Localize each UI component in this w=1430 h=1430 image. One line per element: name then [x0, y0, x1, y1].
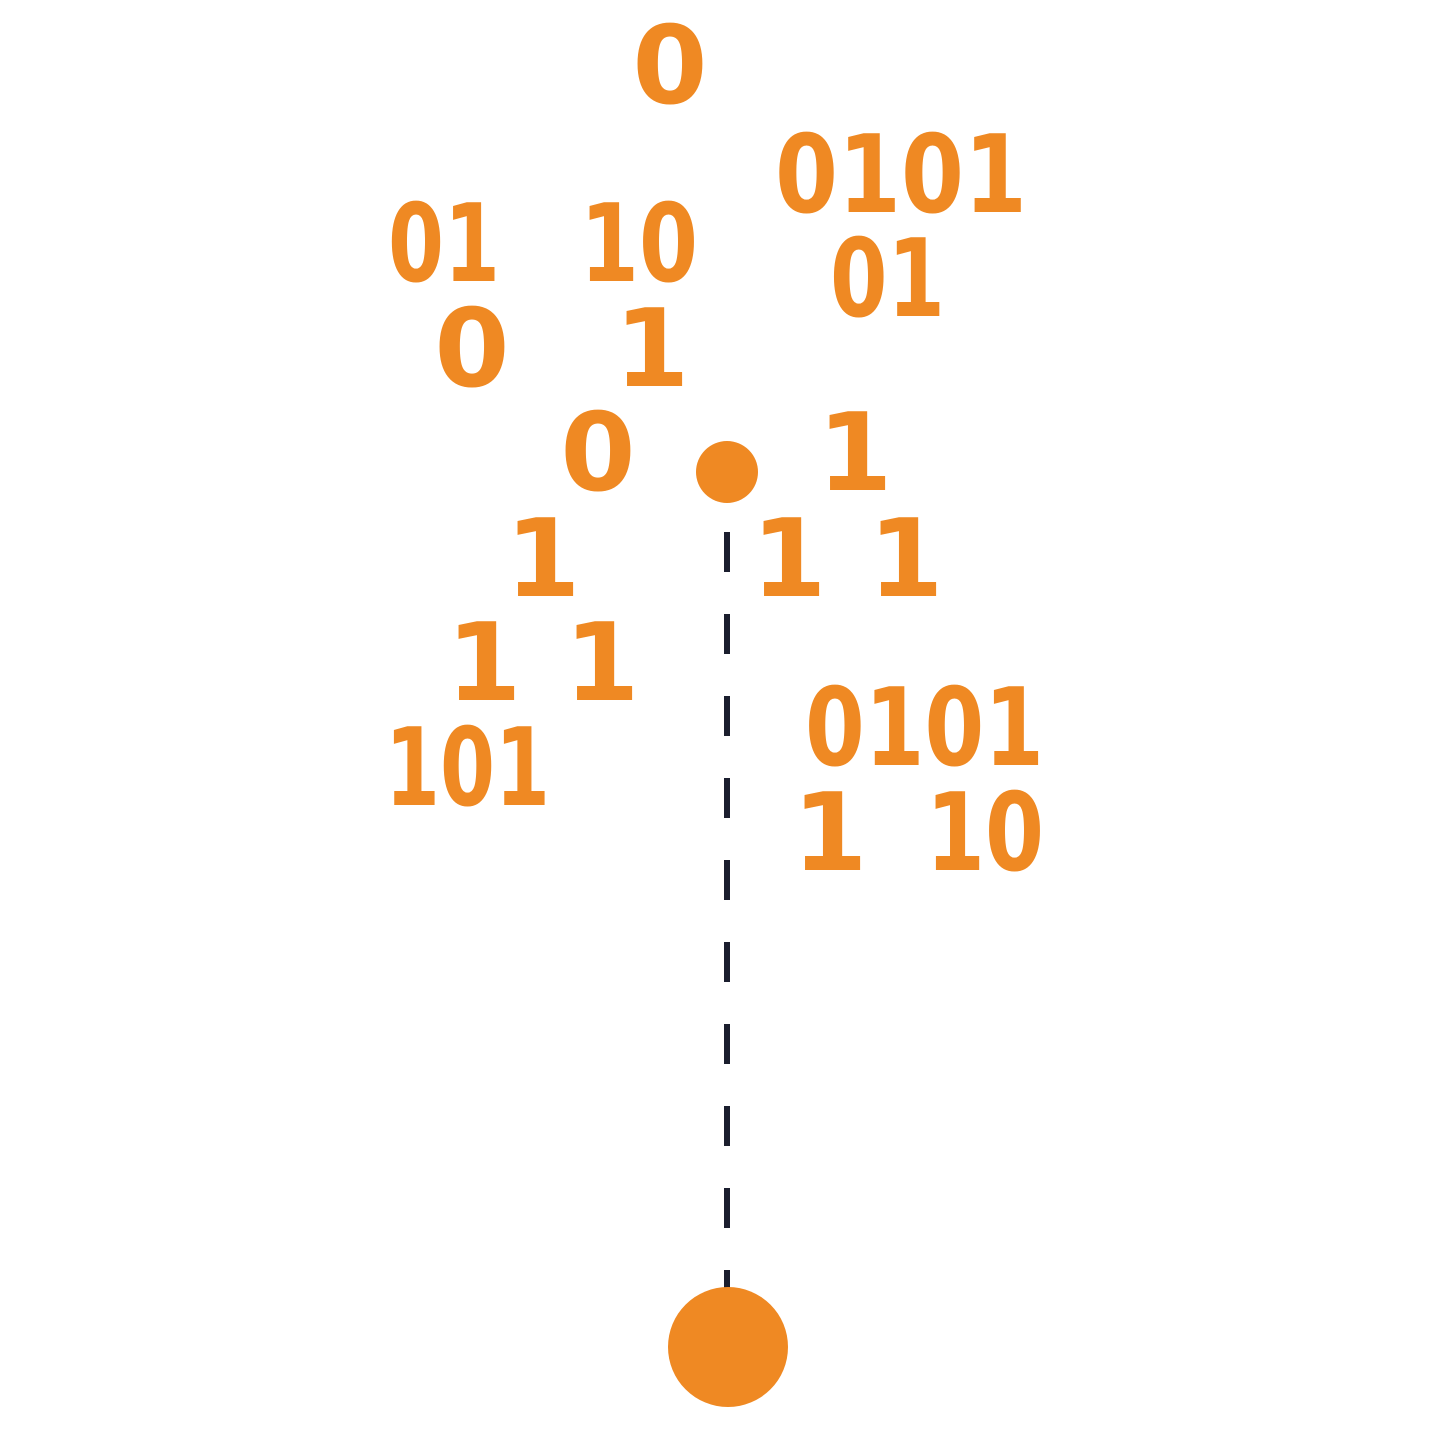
binary-digit: 1	[446, 601, 521, 726]
binary-digit: 10	[580, 182, 698, 307]
binary-digit: 0	[632, 4, 707, 129]
binary-digit: 1	[817, 391, 892, 516]
binary-digit: 0101	[805, 666, 1044, 791]
binary-digit: 0101	[775, 113, 1027, 238]
binary-digit: 0	[560, 391, 635, 516]
binary-digit: 1	[564, 601, 639, 726]
binary-digit: 1	[751, 497, 826, 622]
binary-digit: 101	[385, 706, 550, 831]
binary-digit: 10	[926, 771, 1044, 896]
top-dot-icon	[696, 441, 758, 503]
binary-digit: 0	[434, 287, 509, 412]
binary-digit: 1	[868, 497, 943, 622]
binary-digit: 1	[614, 287, 689, 412]
binary-digit: 1	[792, 771, 867, 896]
binary-digit: 01	[388, 182, 500, 307]
binary-digit: 01	[830, 217, 945, 342]
bottom-anchor-dot-icon	[668, 1287, 788, 1407]
binary-digit: 1	[505, 497, 580, 622]
